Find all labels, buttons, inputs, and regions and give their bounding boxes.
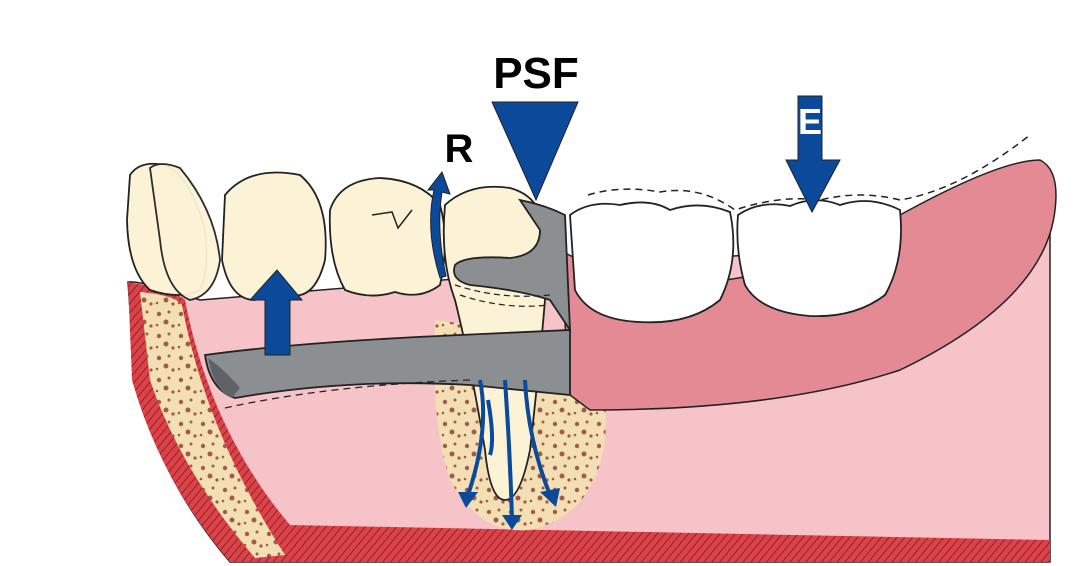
artificial-molar-2 (736, 199, 902, 318)
connector-outline-dashed (224, 379, 471, 409)
label-e: E (798, 101, 822, 142)
label-psf: PSF (493, 49, 579, 98)
clasp-dashed (454, 284, 551, 307)
r-arrow-icon (426, 170, 451, 279)
cortical-bone (128, 282, 1050, 562)
label-r: R (445, 127, 474, 171)
psf-arrow-icon (491, 101, 579, 202)
clasp-rest (453, 198, 572, 334)
artificial-molar-1 (569, 201, 735, 324)
artificial-teeth (569, 199, 902, 324)
canine (149, 163, 221, 301)
premolar-2 (328, 177, 446, 297)
root-load-arrows (466, 379, 552, 521)
occlusal-plane-dashed (587, 134, 1031, 211)
upward-arrow-icon (248, 269, 304, 356)
denture-minor-connector (208, 358, 240, 398)
spongy-bone-left (140, 292, 285, 558)
e-arrow-icon (785, 95, 841, 214)
